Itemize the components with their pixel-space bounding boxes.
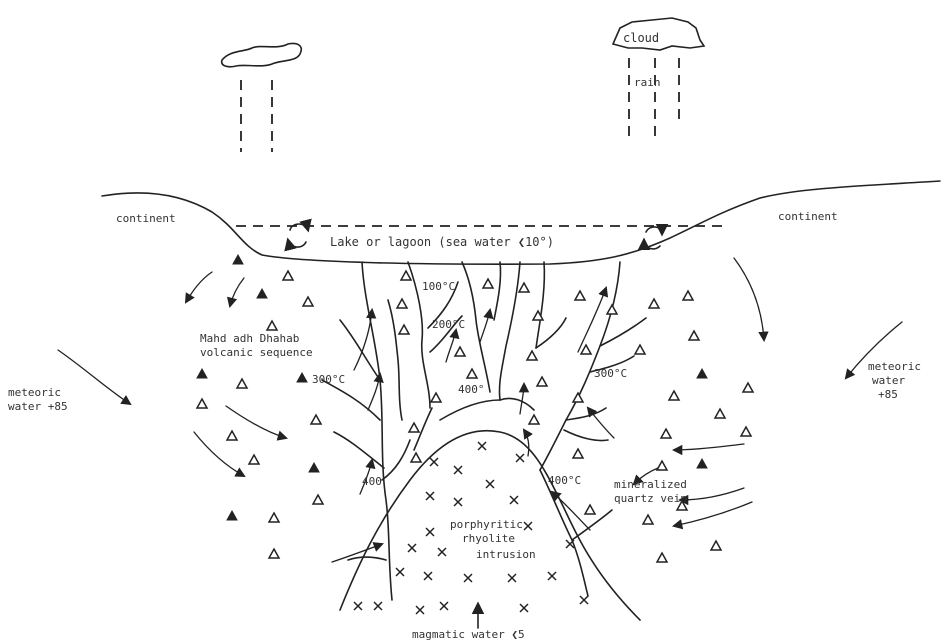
meteoric-right-label-2: water bbox=[872, 374, 905, 387]
cloud-left-icon bbox=[222, 43, 302, 66]
volcanic-triangles bbox=[197, 255, 753, 562]
rain-right bbox=[629, 58, 679, 136]
cloud-label: cloud bbox=[623, 31, 659, 45]
continent-left-label: continent bbox=[116, 212, 176, 225]
temp-400-center-label: 400° bbox=[458, 383, 485, 396]
temp-100-label: 100°C bbox=[422, 280, 455, 293]
meteoric-right-label-3: +85 bbox=[878, 388, 898, 401]
temp-300-right-label: 300°C bbox=[594, 367, 627, 380]
volcanic-label-2: volcanic sequence bbox=[200, 346, 313, 359]
lake-label: Lake or lagoon (sea water ❮10°) bbox=[330, 235, 554, 249]
temp-400-left-label: 400 bbox=[362, 475, 382, 488]
meteoric-left-label-2: water +85 bbox=[8, 400, 68, 413]
rain-left bbox=[241, 80, 272, 152]
meteoric-right-label-1: meteoric bbox=[868, 360, 921, 373]
temp-300-left-label: 300°C bbox=[312, 373, 345, 386]
magmatic-label: magmatic water ❮5 bbox=[412, 628, 525, 641]
rain-label: rain bbox=[634, 76, 661, 89]
volcanic-label-1: Mahd adh Dhahab bbox=[200, 332, 299, 345]
vein-label-2: quartz vein bbox=[614, 492, 687, 505]
intrusion-label-2: rhyolite bbox=[462, 532, 515, 545]
intrusion-label-3: intrusion bbox=[476, 548, 536, 561]
temp-400-right-label: 400°C bbox=[548, 474, 581, 487]
vein-label-1: mineralized bbox=[614, 478, 687, 491]
meteoric-left-label-1: meteoric bbox=[8, 386, 61, 399]
continent-right-label: continent bbox=[778, 210, 838, 223]
circulation-left-icon bbox=[288, 224, 308, 247]
temp-200-label: 200°C bbox=[432, 318, 465, 331]
intrusion-label-1: porphyritic bbox=[450, 518, 523, 531]
